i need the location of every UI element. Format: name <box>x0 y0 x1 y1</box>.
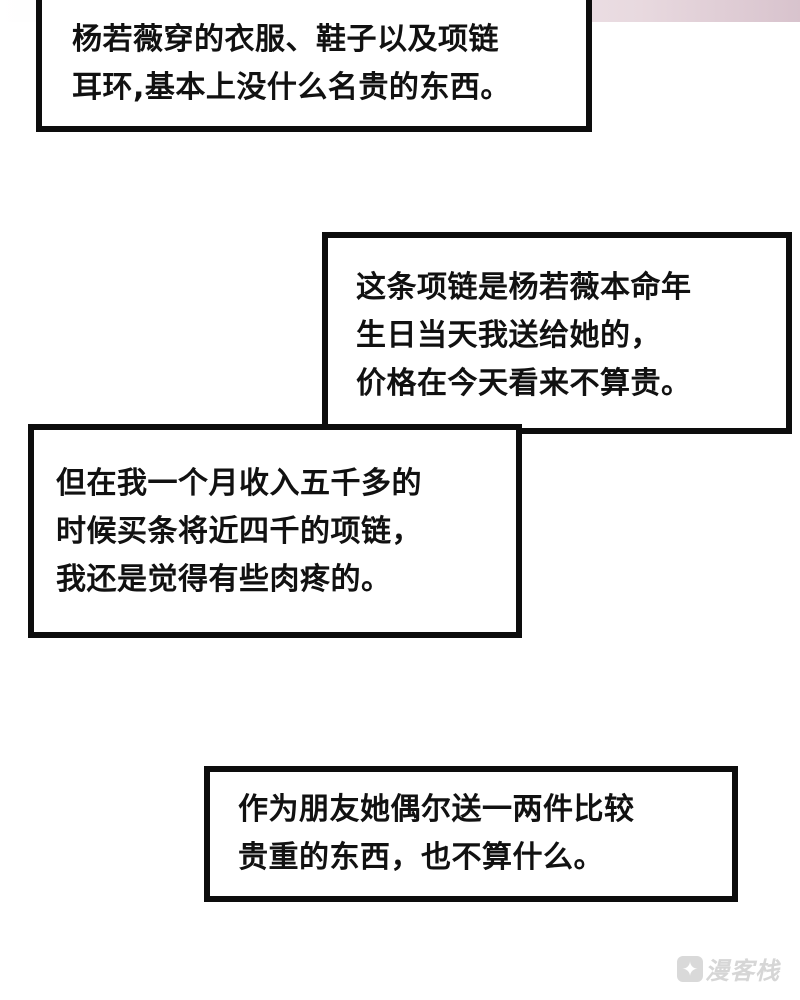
caption-line: 贵重的东西，也不算什么。 <box>238 840 604 875</box>
caption-line: 我还是觉得有些肉疼的。 <box>56 562 392 597</box>
caption-line: 但在我一个月收入五千多的 <box>56 466 422 501</box>
caption-line: 价格在今天看来不算贵。 <box>356 366 692 401</box>
caption-line: 杨若薇穿的衣服、鞋子以及项链 <box>72 22 499 57</box>
caption-box-3: 但在我一个月收入五千多的 时候买条将近四千的项链， 我还是觉得有些肉疼的。 <box>28 424 522 638</box>
caption-line: 时候买条将近四千的项链， <box>56 514 422 549</box>
caption-line: 作为朋友她偶尔送一两件比较 <box>238 792 635 827</box>
caption-box-2: 这条项链是杨若薇本命年 生日当天我送给她的， 价格在今天看来不算贵。 <box>322 232 792 434</box>
caption-line: 这条项链是杨若薇本命年 <box>356 270 692 305</box>
caption-line: 耳环,基本上没什么名贵的东西。 <box>72 70 511 105</box>
watermark-text: 漫客栈 <box>705 957 780 985</box>
watermark: ✦ 漫客栈 <box>677 951 780 986</box>
caption-box-1: 杨若薇穿的衣服、鞋子以及项链 耳环,基本上没什么名贵的东西。 <box>36 0 592 132</box>
caption-line: 生日当天我送给她的， <box>356 318 661 353</box>
manga-site-logo-icon: ✦ <box>677 955 703 982</box>
caption-box-4: 作为朋友她偶尔送一两件比较 贵重的东西，也不算什么。 <box>204 766 738 902</box>
